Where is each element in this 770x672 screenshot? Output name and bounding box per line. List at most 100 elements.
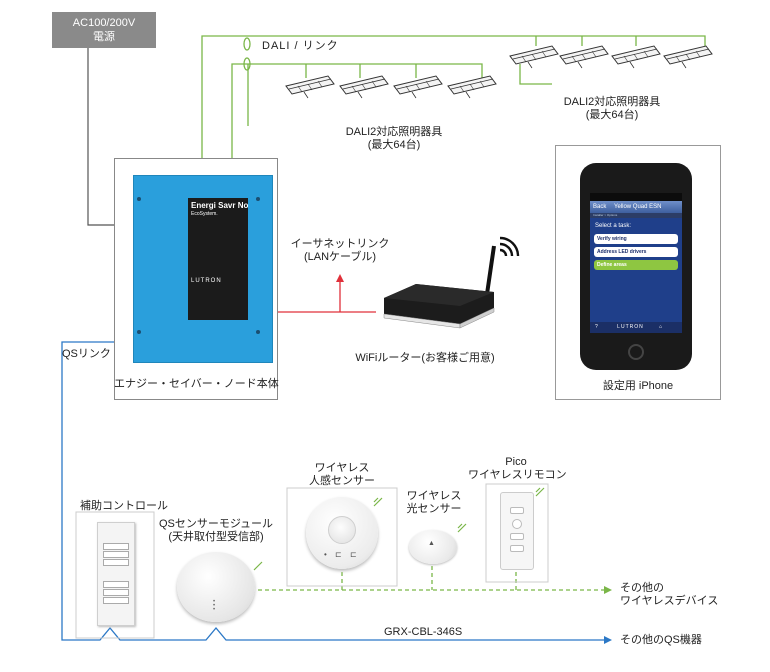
wireless-dashed-line (258, 566, 604, 591)
qs-link-line (61, 341, 604, 641)
pico-wireless-remote (500, 492, 534, 570)
task-address-drivers[interactable]: Address LED drivers (594, 247, 678, 257)
qs-sensor-caption: QSセンサーモジュール (天井取付型受信部) (156, 518, 276, 544)
qs-sensor-module (177, 552, 255, 622)
keypad-button[interactable] (103, 559, 129, 566)
node-maker-logo: LUTRON (191, 278, 222, 284)
power-source-box: AC100/200V 電源 (52, 12, 156, 48)
dali-fixture (611, 45, 661, 69)
qs-link-arrow (604, 636, 612, 644)
pico-frame (485, 483, 549, 583)
ethernet-caption: イーサネットリンク (LANケーブル) (290, 238, 390, 264)
keypad-frame (75, 511, 155, 639)
task-prompt: Select a task: (595, 223, 632, 229)
dali-fixture (447, 75, 497, 99)
screw-icon (137, 330, 141, 334)
wifi-signal-icon (499, 236, 520, 257)
pico-favorite-button[interactable] (512, 519, 522, 529)
wifi-router (383, 236, 520, 329)
qs-link-label: QSリンク (62, 348, 111, 360)
keypad-button[interactable] (103, 597, 129, 604)
fixtures-left-line2: (最大64台) (367, 139, 421, 151)
task-verify-wiring[interactable]: Verify wiring (594, 234, 678, 244)
iphone-screen: Back Yellow Quad ESN Installer > Options… (590, 193, 682, 333)
screw-icon (256, 330, 260, 334)
dali-fixture (285, 75, 335, 99)
qs-sensor-line1: QSセンサーモジュール (158, 518, 274, 530)
node-product-label: Energi Savr Node. EcoSystem. LUTRON (188, 198, 248, 320)
home-icon[interactable]: ⌂ (659, 324, 663, 330)
other-wireless-line1: その他の (620, 582, 664, 594)
footer-brand: LUTRON (617, 324, 644, 330)
keypad-button[interactable] (103, 551, 129, 558)
screen-footer: ? LUTRON ⌂ (590, 322, 682, 333)
node-sub-brand: EcoSystem. (191, 211, 218, 217)
occupancy-line1: ワイヤレス (314, 462, 370, 474)
task-define-areas[interactable]: Define areas (594, 260, 678, 270)
daylight-line2: 光センサー (406, 503, 462, 515)
keypad-button[interactable] (103, 581, 129, 588)
dali-link-label: DALI / リンク (262, 40, 339, 52)
screen-header: Back Yellow Quad ESN (590, 201, 682, 213)
home-button[interactable] (628, 344, 644, 360)
iphone-caption: 設定用 iPhone (602, 380, 674, 392)
ethernet-line1: イーサネットリンク (290, 238, 390, 250)
ethernet-line (278, 274, 376, 313)
dali-fixture (509, 45, 559, 69)
sensor-lens (328, 516, 356, 544)
screen-tab: Installer > Options (590, 213, 682, 218)
router-caption: WiFiルーター(お客様ご用意) (355, 352, 495, 364)
pico-line1: Pico (505, 456, 527, 468)
node-brand: Energi Savr Node. (191, 201, 248, 210)
auxiliary-keypad (97, 522, 135, 626)
pico-line2: ワイヤレスリモコン (468, 469, 567, 481)
daylight-eye-icon: ▲ (428, 540, 435, 547)
sensor-indicator-dots: ••• (213, 599, 216, 613)
help-icon[interactable]: ? (595, 324, 598, 330)
router-antenna (485, 245, 496, 295)
screw-icon (256, 197, 260, 201)
power-source-line1: AC100/200V (72, 17, 136, 29)
daylight-caption: ワイヤレス 光センサー (398, 490, 470, 516)
dali-fixture-group-right (509, 45, 713, 69)
screen-title: Yellow Quad ESN (614, 204, 662, 210)
cable-label: GRX-CBL-346S (384, 626, 463, 638)
pico-button[interactable] (510, 507, 524, 514)
status-bar (590, 193, 682, 201)
other-wireless-line2: ワイヤレスデバイス (620, 595, 719, 607)
dali-line (201, 35, 706, 175)
pico-button[interactable] (510, 545, 524, 552)
other-qs-caption: その他のQS機器 (620, 634, 702, 646)
fixtures-left-line1: DALI2対応照明器具 (345, 126, 443, 138)
dali-fixture-group-left (285, 75, 497, 99)
wireless-signal-icon (253, 487, 545, 571)
ethernet-line2: (LANケーブル) (303, 251, 377, 263)
dali-fixture (339, 75, 389, 99)
dali-fixture (393, 75, 443, 99)
qs-sensor-line2: (天井取付型受信部) (168, 531, 264, 543)
pico-caption: Pico ワイヤレスリモコン (468, 456, 567, 482)
dali-fixture (559, 45, 609, 69)
daylight-line1: ワイヤレス (406, 490, 462, 502)
fixtures-right-caption: DALI2対応照明器具 (最大64台) (552, 96, 672, 122)
wireless-arrow (604, 586, 612, 594)
sensor-buttons-icon: • ⊏ ⊏ (324, 550, 360, 559)
occupancy-frame (286, 487, 398, 587)
keypad-button[interactable] (103, 543, 129, 550)
occupancy-line2: 人感センサー (309, 475, 375, 487)
pico-button[interactable] (510, 533, 524, 540)
keypad-caption: 補助コントロール (80, 500, 168, 512)
back-button[interactable]: Back (593, 204, 607, 210)
wireless-daylight-sensor (409, 530, 457, 564)
fixtures-left-caption: DALI2対応照明器具 (最大64台) (334, 126, 454, 152)
power-source-line2: 電源 (93, 31, 115, 43)
node-caption: エナジー・セイバー・ノード本体 (114, 378, 279, 390)
dali-fixture (663, 45, 713, 69)
fixtures-right-line2: (最大64台) (585, 109, 639, 121)
occupancy-caption: ワイヤレス 人感センサー (300, 462, 384, 488)
other-wireless-caption: その他の ワイヤレスデバイス (620, 582, 718, 608)
keypad-button[interactable] (103, 589, 129, 596)
screw-icon (137, 197, 141, 201)
fixtures-right-line1: DALI2対応照明器具 (563, 96, 661, 108)
